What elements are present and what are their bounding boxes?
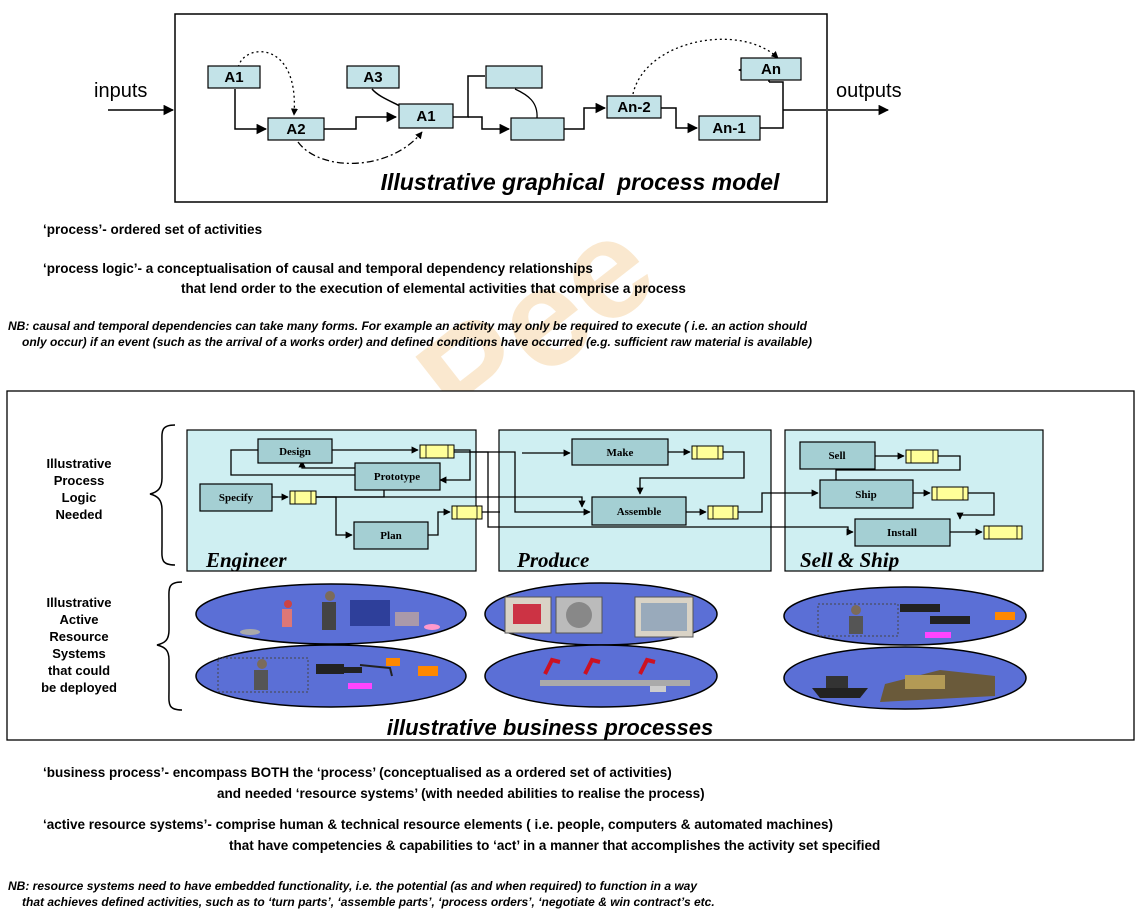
svg-text:Prototype: Prototype — [374, 471, 420, 483]
active-resource-definition-line-1: ‘active resource systems’- comprise huma… — [43, 817, 834, 832]
logistics-icon — [812, 670, 995, 702]
make-box: Make — [571, 438, 669, 466]
svg-text:Make: Make — [607, 447, 634, 459]
label-line: Needed — [55, 507, 103, 522]
buffer-icon — [983, 525, 1023, 540]
active-resource-definition-line-2: that have competencies & capabilities to… — [229, 838, 881, 853]
specify-box: Specify — [199, 483, 273, 512]
activity-a3: A3 — [346, 65, 400, 89]
activity-an: An — [740, 57, 802, 81]
process-definition: ‘process’- ordered set of activities — [43, 222, 263, 237]
resource-machine-ellipse — [195, 644, 467, 708]
resource-computers-ellipse — [484, 582, 718, 646]
svg-text:Sell: Sell — [828, 450, 845, 462]
buffer-icon — [419, 444, 455, 459]
activity-blank-lower — [510, 117, 565, 141]
svg-text:A2: A2 — [286, 121, 305, 138]
people-icon — [240, 591, 440, 635]
assemble-box: Assemble — [591, 496, 687, 526]
buffer-icons — [289, 444, 1023, 540]
svg-text:Install: Install — [887, 527, 917, 539]
label-line: be deployed — [41, 680, 117, 695]
agents-icon — [817, 603, 1015, 638]
outputs-label: outputs — [836, 80, 902, 102]
nb-note-1-line-1: NB: causal and temporal dependencies can… — [8, 319, 807, 333]
label-line: Illustrative — [46, 456, 112, 471]
svg-text:Plan: Plan — [380, 530, 401, 542]
prototype-box: Prototype — [354, 462, 441, 491]
active-resource-systems-label: Illustrative Active Resource Systems tha… — [18, 594, 140, 696]
nb-note-2-line-1: NB: resource systems need to have embedd… — [8, 879, 698, 893]
nb-note-1-line-2: only occur) if an event (such as the arr… — [22, 335, 813, 349]
buffer-icon — [707, 505, 739, 520]
activity-a2: A2 — [267, 117, 325, 141]
svg-text:A1: A1 — [416, 108, 435, 125]
svg-text:A1: A1 — [224, 69, 243, 86]
sell-ship-title: Sell & Ship — [800, 548, 899, 572]
inputs-label: inputs — [94, 80, 147, 102]
svg-text:Design: Design — [279, 446, 311, 458]
design-box: Design — [257, 438, 333, 464]
resource-logistics-ellipse — [783, 646, 1027, 710]
activity-a1-mid: A1 — [398, 103, 454, 129]
svg-text:Ship: Ship — [855, 489, 876, 501]
buffer-icon — [905, 449, 939, 464]
install-box: Install — [854, 518, 951, 547]
buffer-icon — [451, 505, 483, 520]
workstation-icon — [217, 657, 438, 693]
process-model-caption: Illustrative graphical process model — [381, 169, 780, 195]
label-line: that could — [47, 663, 111, 678]
engineer-title: Engineer — [205, 548, 287, 572]
business-processes-caption: illustrative business processes — [387, 715, 714, 740]
svg-text:An-1: An-1 — [712, 120, 745, 137]
label-line: Active — [59, 612, 99, 627]
activity-an-minus-1: An-1 — [698, 115, 761, 141]
buffer-icon — [289, 490, 317, 505]
resource-robots-ellipse — [484, 644, 718, 708]
label-line: Systems — [52, 646, 106, 661]
produce-title: Produce — [516, 548, 589, 572]
label-line: Illustrative — [46, 595, 112, 610]
svg-text:Specify: Specify — [219, 492, 254, 504]
label-line: Logic — [61, 490, 97, 505]
process-logic-needed-label: Illustrative Process Logic Needed — [18, 455, 140, 523]
activity-blank-upper — [485, 65, 543, 89]
process-logic-definition-line-2: that lend order to the execution of elem… — [181, 281, 686, 296]
resource-people-ellipse — [195, 583, 467, 645]
label-line: Resource — [49, 629, 109, 644]
process-logic-brace — [149, 424, 176, 566]
activity-a1-left: A1 — [207, 65, 261, 89]
robots-icon — [540, 657, 690, 692]
buffer-icon — [691, 445, 724, 460]
business-process-definition-line-2: and needed ‘resource systems’ (with need… — [217, 786, 705, 801]
ship-box: Ship — [819, 479, 914, 509]
sell-box: Sell — [799, 441, 876, 470]
nb-note-2-line-2: that achieves defined activities, such a… — [22, 895, 715, 909]
business-process-definition-line-1: ‘business process’- encompass BOTH the ‘… — [43, 765, 672, 780]
activity-an-minus-2: An-2 — [606, 95, 662, 119]
label-line: Process — [53, 473, 105, 488]
svg-text:An-2: An-2 — [617, 99, 650, 116]
computers-icon — [504, 596, 694, 638]
process-logic-definition-line-1: ‘process logic’- a conceptualisation of … — [43, 261, 593, 276]
buffer-icon — [931, 486, 969, 501]
business-process-connectors — [230, 446, 995, 539]
svg-text:Assemble: Assemble — [617, 506, 662, 518]
resource-systems-brace — [156, 581, 183, 711]
plan-box: Plan — [353, 521, 429, 550]
svg-text:A3: A3 — [363, 69, 382, 86]
resource-agents-ellipse — [783, 586, 1027, 646]
svg-text:An: An — [761, 61, 781, 78]
process-model-frame — [174, 13, 828, 203]
